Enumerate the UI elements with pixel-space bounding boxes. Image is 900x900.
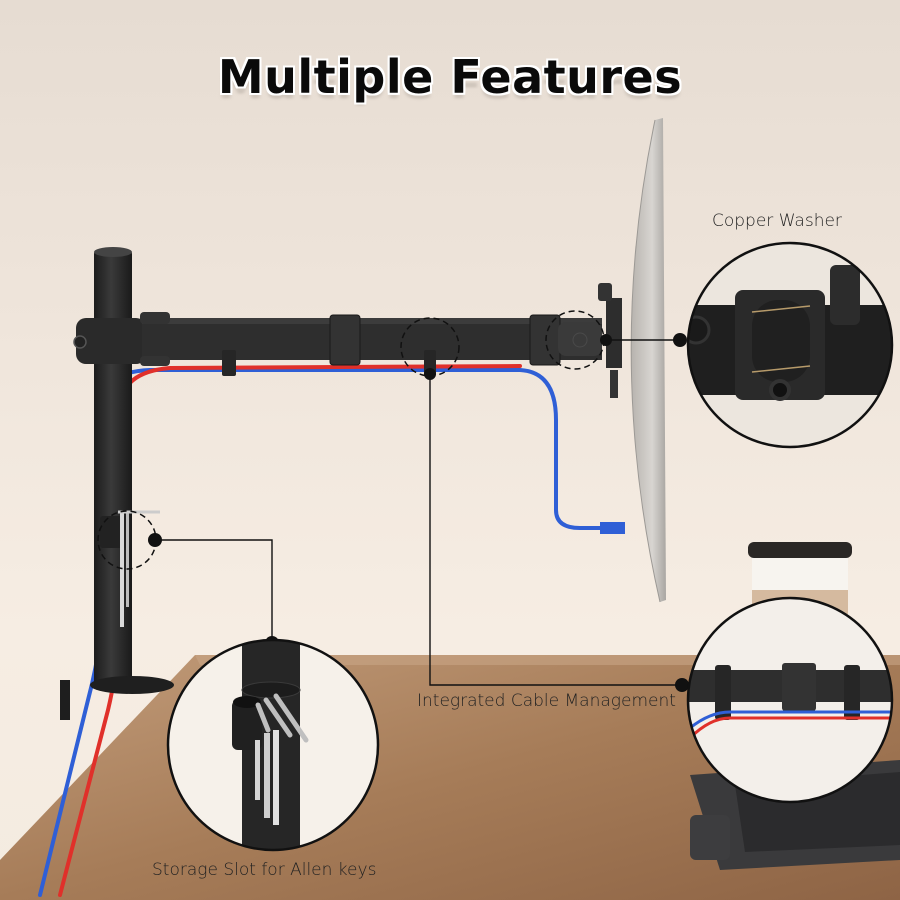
detail-allen-key-storage xyxy=(166,638,380,852)
detail-copper-washer xyxy=(686,241,894,449)
leader-dots xyxy=(148,333,689,692)
label-cable-management: Integrated Cable Management xyxy=(417,691,676,711)
leader-lines xyxy=(155,339,682,686)
monitor xyxy=(598,118,666,603)
detail-cable-management xyxy=(686,596,894,804)
page-title: Multiple Features xyxy=(217,50,683,104)
mount-pole xyxy=(60,247,174,720)
label-allen-key-storage: Storage Slot for Allen keys xyxy=(152,860,377,880)
mount-arm xyxy=(140,312,602,376)
label-copper-washer: Copper Washer xyxy=(712,211,842,231)
title-reflection: Multiple Features xyxy=(217,66,683,107)
